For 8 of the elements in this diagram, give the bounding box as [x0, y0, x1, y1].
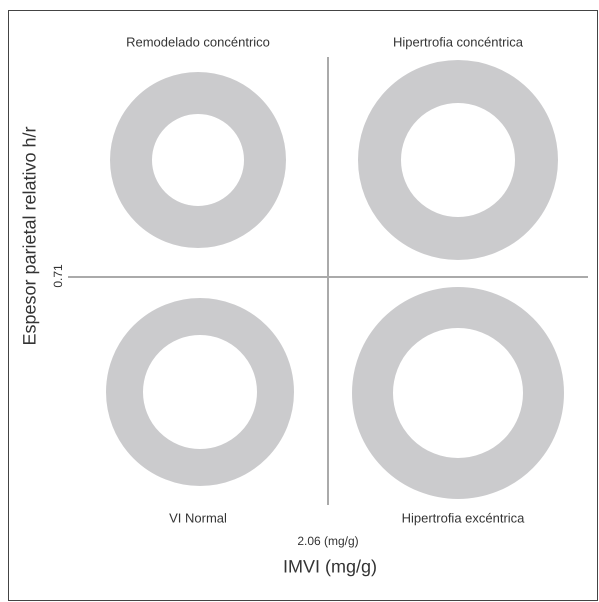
quadrant-title: Remodelado concéntrico [126, 34, 270, 50]
quadrant-title: VI Normal [169, 510, 227, 526]
quadrant-title: Hipertrofia excéntrica [402, 510, 524, 526]
threshold-value: 0.71 [51, 264, 65, 288]
quadrant-title: Hipertrofia concéntrica [392, 34, 524, 50]
threshold-value: 2.06 (mg/g) [297, 534, 359, 548]
y-axis-title: Espesor parietal relativo h/r [20, 126, 40, 346]
x-axis-title: IMVI (mg/g) [283, 556, 377, 578]
